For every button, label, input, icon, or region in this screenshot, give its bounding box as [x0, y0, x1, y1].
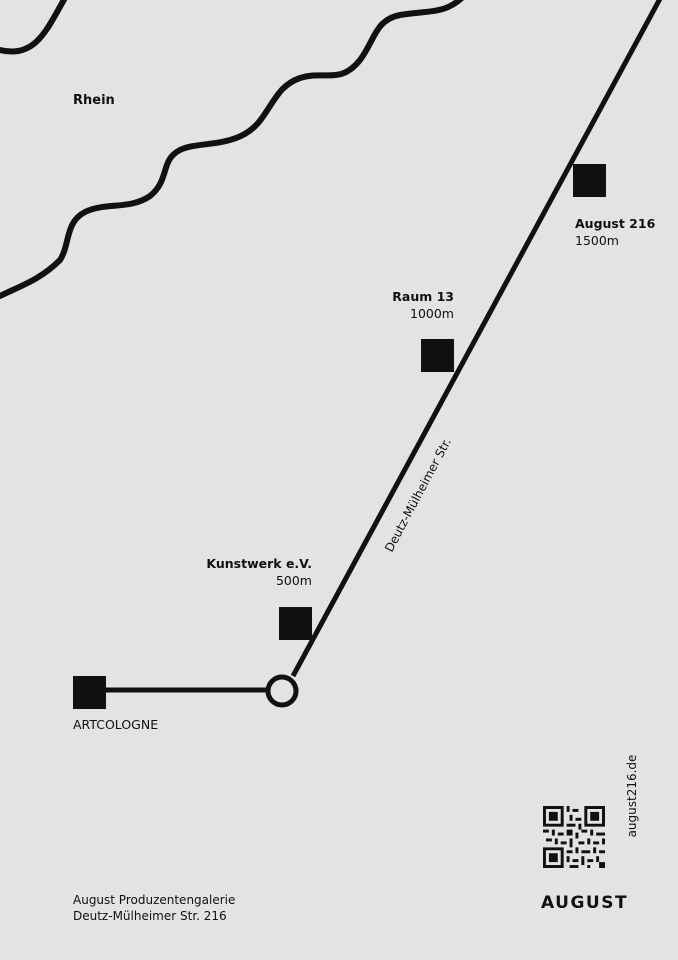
river-bank-upper-curve — [0, 0, 464, 299]
junction-marker — [265, 674, 299, 708]
river-label: Rhein — [73, 93, 115, 108]
website-link[interactable]: august216.de — [625, 754, 639, 838]
venue-raum13-name: Raum 13 — [392, 289, 454, 304]
gallery-street: Deutz-Mülheimer Str. 216 — [73, 908, 227, 923]
marker-kunstwerk — [279, 607, 312, 640]
venue-august216-distance: 1500m — [575, 233, 619, 248]
road-deutz-muelheimer — [290, 0, 663, 678]
venue-kunstwerk: Kunstwerk e.V. 500m — [206, 555, 312, 589]
venue-august216-name: August 216 — [575, 216, 656, 231]
river-bank-upper — [0, 0, 68, 55]
venue-artcologne-name: ARTCOLOGNE — [73, 717, 159, 732]
marker-august216 — [573, 164, 606, 197]
venue-august216: August 216 1500m — [575, 215, 655, 249]
qr-code-icon — [543, 806, 605, 868]
gallery-name: August Produzentengalerie — [73, 893, 236, 907]
venue-raum13: Raum 13 1000m — [392, 288, 454, 322]
venue-raum13-distance: 1000m — [410, 306, 454, 321]
venue-kunstwerk-distance: 500m — [275, 573, 312, 588]
marker-artcologne — [73, 676, 106, 709]
gallery-address: August Produzentengalerie Deutz-Mülheime… — [73, 893, 235, 924]
venue-kunstwerk-name: Kunstwerk e.V. — [206, 556, 312, 571]
marker-raum13 — [421, 339, 454, 372]
brand-logo: AUGUST — [541, 893, 629, 913]
